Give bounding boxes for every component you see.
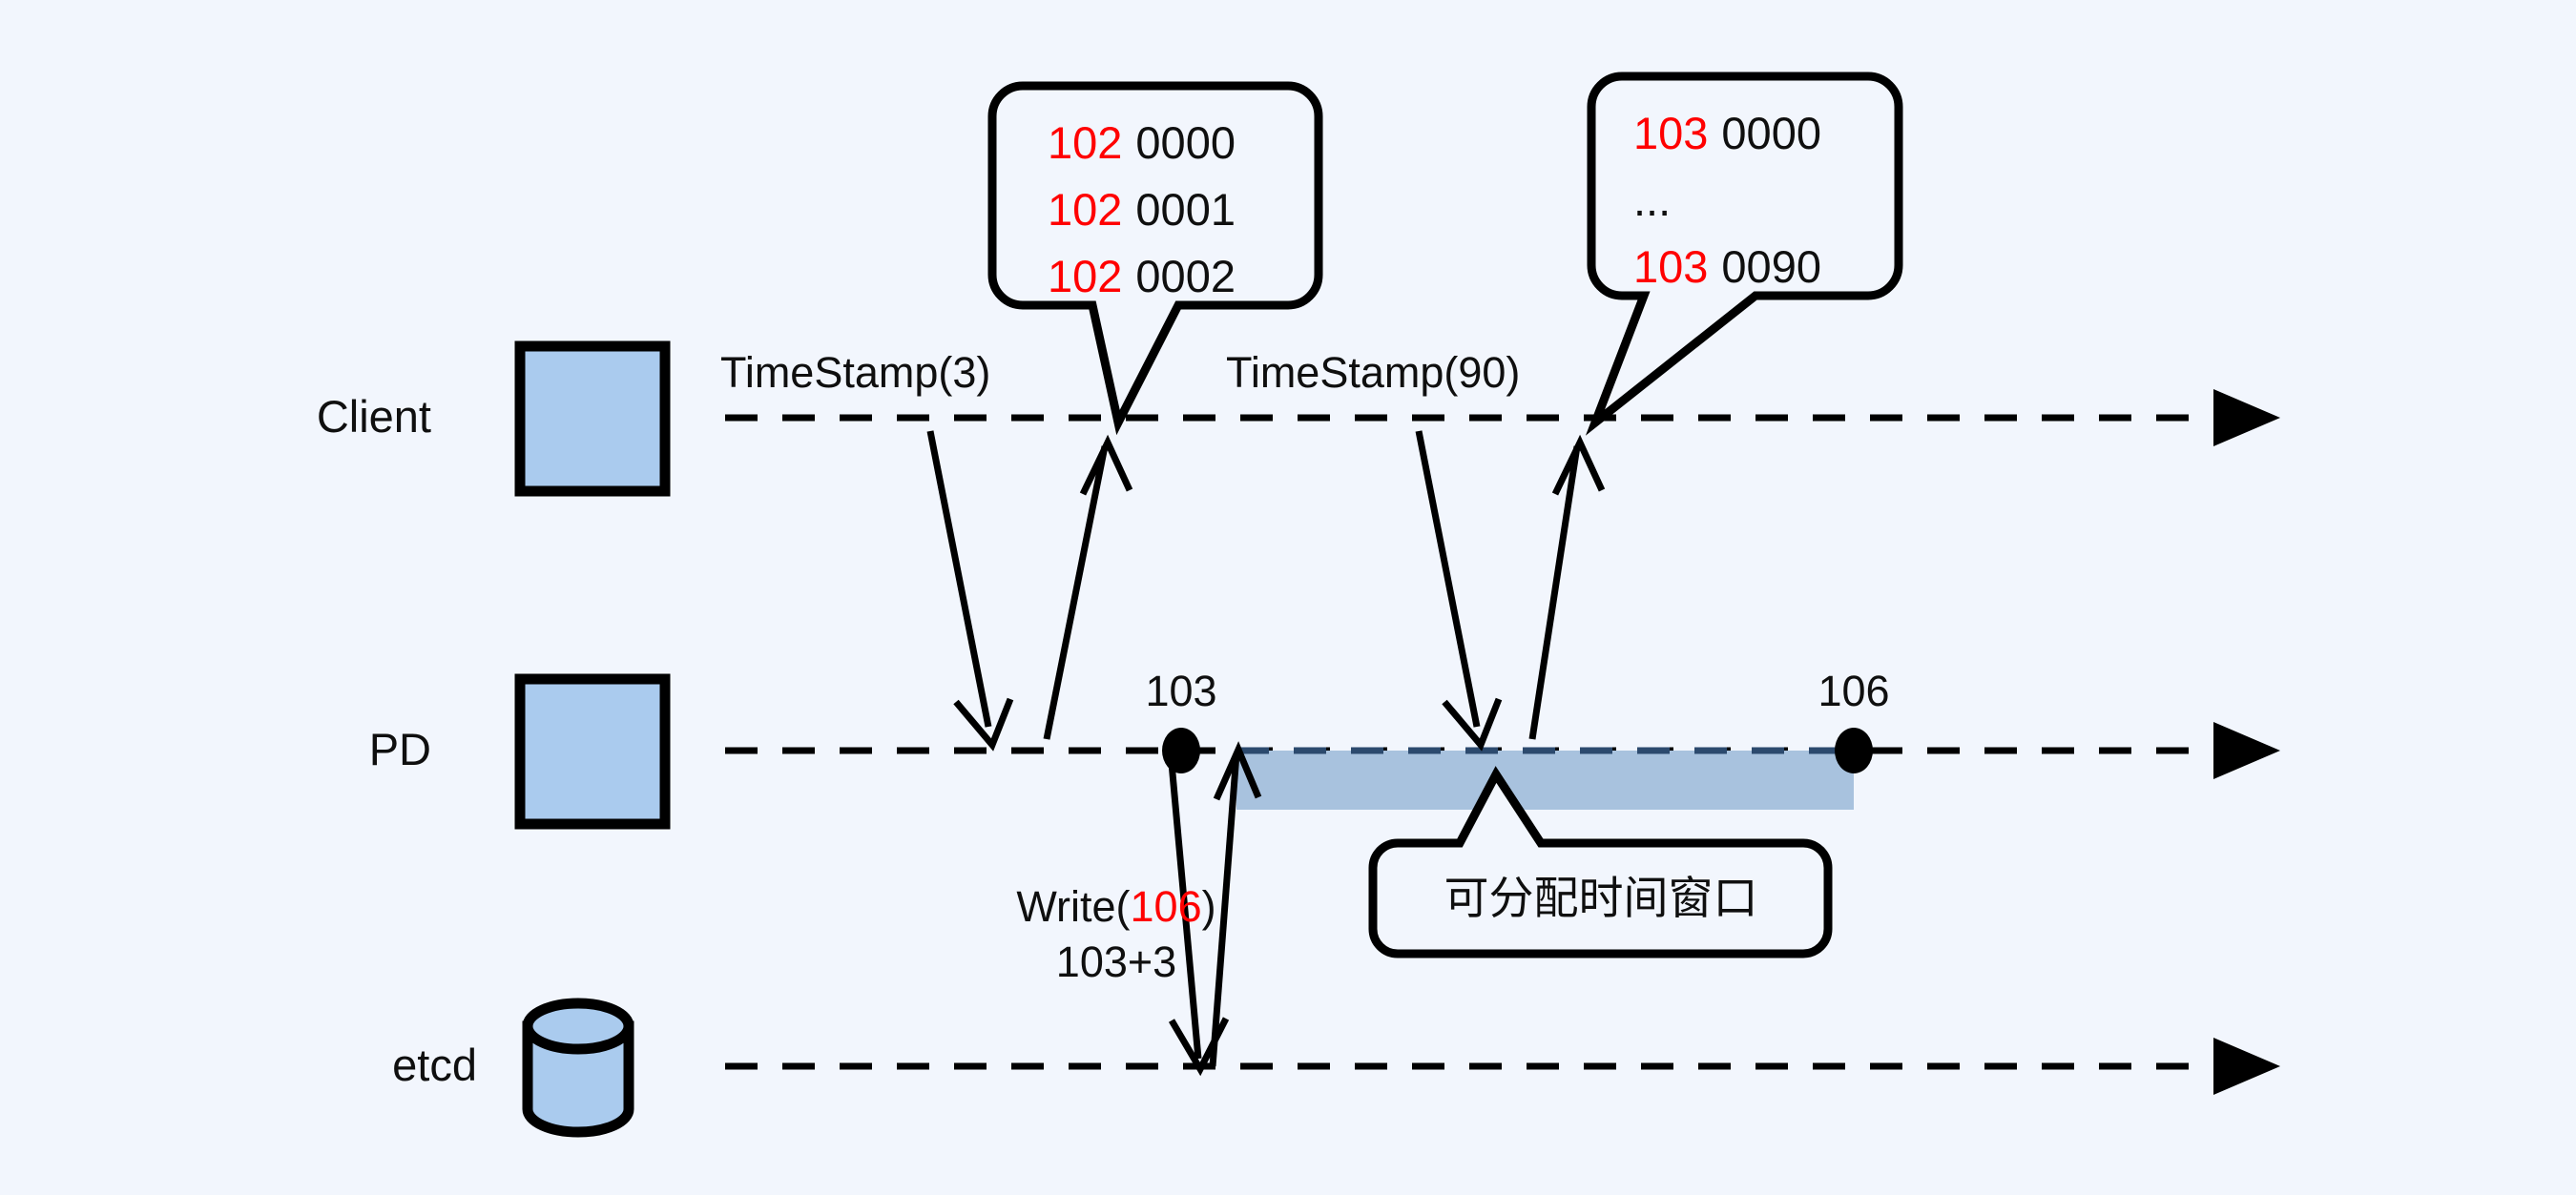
lane-node-client bbox=[514, 340, 671, 497]
bubble-102-line-2-prefix: 102 bbox=[1048, 184, 1122, 235]
write-ack-arrowhead bbox=[1213, 741, 1262, 801]
pd-node-rect bbox=[514, 673, 671, 830]
bubble-103-line-1: 103 0000 bbox=[1633, 108, 1821, 158]
pd-marker-dot-103 bbox=[1162, 728, 1200, 773]
svg-text:Write(106): Write(106) bbox=[1016, 882, 1215, 931]
bubble-102-line-1: 102 0000 bbox=[1048, 117, 1236, 168]
request-label-timestamp-3: TimeStamp(3) bbox=[720, 348, 990, 397]
bubble-103-line-2-prefix: ... bbox=[1633, 175, 1671, 225]
timestamp-3-response-line bbox=[1043, 445, 1109, 740]
bubble-103-line-3-suffix: 0090 bbox=[1721, 241, 1821, 292]
bubble-103-line-3: 103 0090 bbox=[1633, 241, 1821, 292]
message-timestamp-90-response bbox=[1528, 434, 1606, 740]
write-op-suffix: ) bbox=[1202, 882, 1216, 931]
write-request-line bbox=[1168, 762, 1202, 1060]
bubble-102-line-3-suffix: 0002 bbox=[1135, 251, 1236, 301]
lane-label-etcd: etcd bbox=[392, 1040, 477, 1090]
bubble-102-line-3: 102 0002 bbox=[1048, 251, 1236, 301]
bubble-103-line-2: ... bbox=[1633, 175, 1671, 225]
bubble-102-line-2: 102 0001 bbox=[1048, 184, 1236, 235]
timeline-client bbox=[725, 389, 2280, 446]
message-timestamp-3-response bbox=[1043, 434, 1133, 740]
bubble-102-line-2-suffix: 0001 bbox=[1135, 184, 1236, 235]
timestamp-90-response-line bbox=[1528, 445, 1581, 740]
timestamp-3-request-line bbox=[926, 430, 992, 728]
client-timeline-arrowhead bbox=[2213, 389, 2280, 446]
bubble-103-line-1-suffix: 0000 bbox=[1721, 108, 1821, 158]
window-callout-label: 可分配时间窗口 bbox=[1444, 873, 1758, 923]
bubble-103-line-1-prefix: 103 bbox=[1633, 108, 1708, 158]
write-op-detail: 103+3 bbox=[1056, 937, 1176, 986]
timeline-etcd bbox=[725, 1038, 2280, 1095]
lane-node-etcd bbox=[522, 998, 634, 1138]
lane-label-pd: PD bbox=[369, 724, 431, 774]
timestamp-3-response-arrowhead bbox=[1079, 434, 1133, 496]
message-timestamp-3-request bbox=[926, 430, 1014, 752]
allocatable-window-band bbox=[1236, 751, 1854, 810]
lane-node-pd bbox=[514, 673, 671, 830]
pd-timeline-arrowhead bbox=[2213, 722, 2280, 779]
bubble-102-line-1-suffix: 0000 bbox=[1135, 117, 1236, 168]
etcd-timeline-arrowhead bbox=[2213, 1038, 2280, 1095]
lane-label-client: Client bbox=[317, 391, 431, 442]
write-op-label: Write(106) 103+3 bbox=[1016, 882, 1215, 986]
message-etcd-ack bbox=[1209, 741, 1262, 1067]
etcd-cylinder-top bbox=[522, 998, 634, 1055]
bubble-102-line-1-prefix: 102 bbox=[1048, 117, 1122, 168]
callout-allocatable-window: 可分配时间窗口 bbox=[1368, 766, 1833, 958]
pd-marker-label-103: 103 bbox=[1145, 667, 1216, 715]
client-node-rect bbox=[514, 340, 671, 497]
timestamp-90-request-arrowhead bbox=[1442, 697, 1503, 752]
callout-bubble-102-shape bbox=[987, 81, 1323, 436]
request-label-timestamp-90: TimeStamp(90) bbox=[1226, 348, 1520, 397]
callout-bubble-103: 103 0000 ... 103 0090 bbox=[1585, 72, 1903, 436]
callout-bubble-103-shape bbox=[1585, 72, 1903, 436]
write-ack-line bbox=[1209, 752, 1240, 1067]
write-op-value: 106 bbox=[1131, 882, 1202, 931]
bubble-102-line-3-prefix: 102 bbox=[1048, 251, 1122, 301]
callout-bubble-102: 102 0000 102 0001 102 0002 bbox=[987, 81, 1323, 436]
write-op-prefix: Write( bbox=[1016, 882, 1130, 931]
pd-marker-dot-106 bbox=[1835, 728, 1873, 773]
timestamp-90-response-arrowhead bbox=[1551, 434, 1606, 496]
etcd-cylinder-body bbox=[522, 1020, 634, 1138]
timestamp-90-request-line bbox=[1415, 430, 1481, 728]
window-callout-shape bbox=[1368, 766, 1833, 958]
pd-marker-label-106: 106 bbox=[1818, 667, 1889, 715]
timestamp-3-request-arrowhead bbox=[953, 697, 1014, 752]
message-timestamp-90-request bbox=[1415, 430, 1503, 752]
bubble-103-line-3-prefix: 103 bbox=[1633, 241, 1708, 292]
